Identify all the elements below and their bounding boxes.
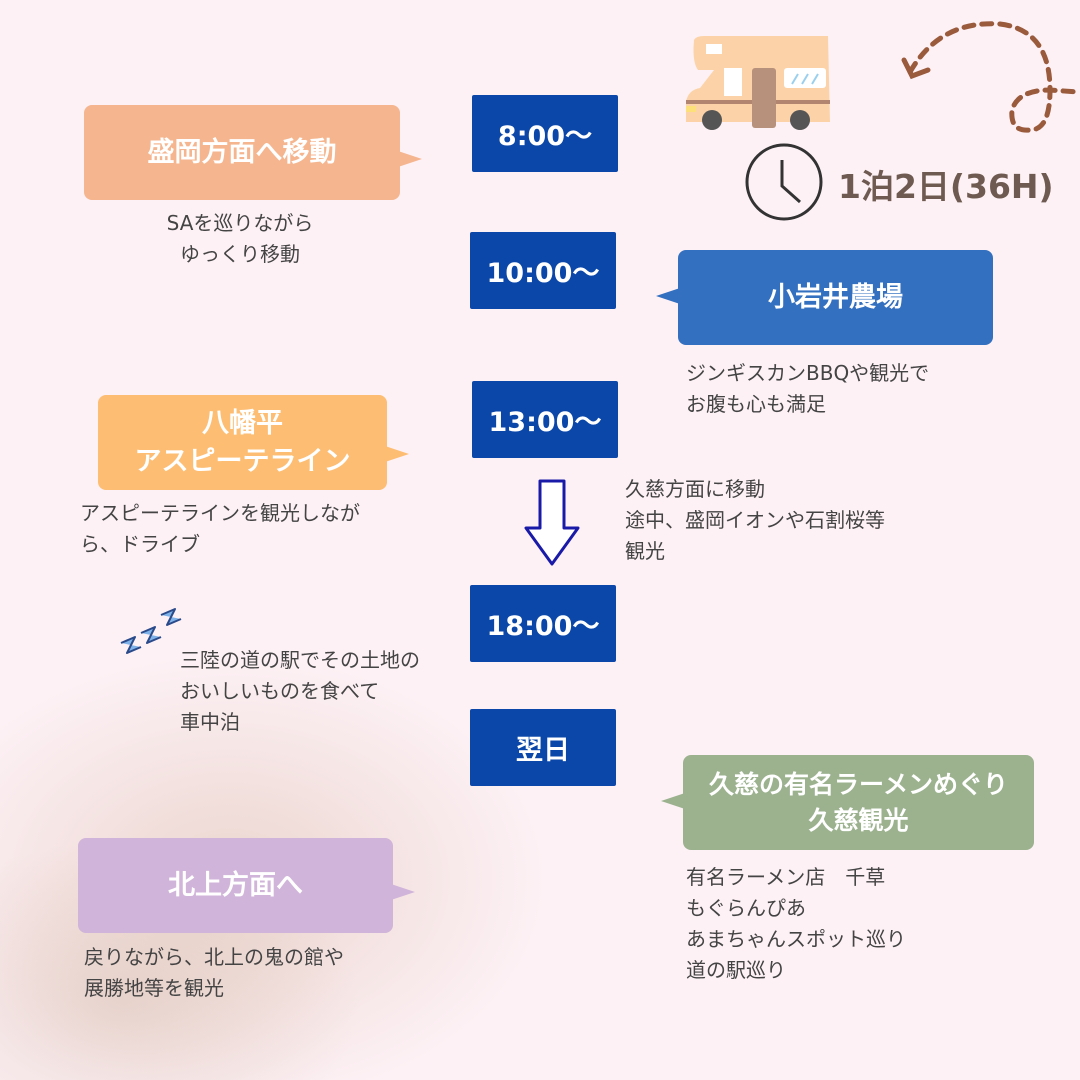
night-note: 三陸の道の駅でその土地の おいしいものを食べて 車中泊 [180,648,420,734]
stop-note: SAを巡りながら ゆっくり移動 [166,211,314,266]
stop-note: アスピーテラインを観光しなが ら、ドライブ [80,501,360,556]
stop-morioka: 盛岡方面へ移動 [84,105,422,200]
stop-note: 戻りながら、北上の鬼の館や 展勝地等を観光 [84,945,344,1000]
stop-title: 北上方面へ [168,869,303,901]
down-arrow-icon [524,479,580,566]
stop-note: ジンギスカンBBQや観光で お腹も心も満足 [686,361,930,416]
stop-title: 小岩井農場 [768,281,903,313]
clock-icon [745,143,823,221]
time-1800: 18:00〜 [470,585,616,662]
time-next-day: 翌日 [470,709,616,786]
trip-duration: 1泊2日(36H) [838,167,1054,206]
time-1300: 13:00〜 [472,381,618,458]
transit-note: 久慈方面に移動 途中、盛岡イオンや石割桜等 観光 [625,477,885,563]
stop-kitakami: 北上方面へ [78,838,415,933]
stop-hachimantai: 八幡平 アスピーテライン [98,395,409,490]
stop-title: 八幡平 アスピーテライン [134,407,351,477]
time-0800: 8:00〜 [472,95,618,172]
camper-van-icon [686,36,830,130]
sleep-zzz-icon [120,608,182,654]
dashed-arrow-icon [901,21,1080,133]
stop-koiwai: 小岩井農場 [656,250,993,345]
time-1000: 10:00〜 [470,232,616,309]
stop-title: 久慈の有名ラーメンめぐり 久慈観光 [708,769,1008,835]
stop-title: 盛岡方面へ移動 [147,136,337,168]
stop-kuji: 久慈の有名ラーメンめぐり 久慈観光 [661,755,1034,850]
stop-note: 有名ラーメン店 千草 もぐらんぴあ あまちゃんスポット巡り 道の駅巡り [686,865,906,982]
